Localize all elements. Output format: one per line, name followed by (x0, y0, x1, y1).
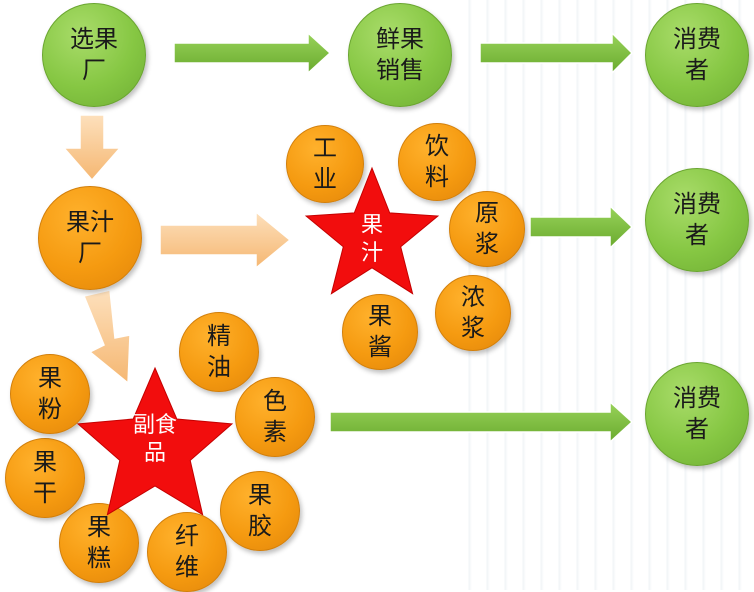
node-consumer-3-label: 消费 者 (673, 384, 721, 443)
node-consumer-3: 消费 者 (645, 362, 749, 466)
node-consumer-1-label: 消费 者 (673, 25, 721, 84)
product-industrial: 工 业 (286, 125, 364, 203)
juice-star (304, 166, 440, 295)
arrow-byproduct-to-consumer (329, 400, 634, 444)
arrow-juice-to-byproduct (82, 289, 131, 385)
product-dried-fruit: 果 干 (5, 438, 85, 518)
product-jam: 果 酱 (342, 294, 418, 370)
node-consumer-2: 消费 者 (645, 168, 749, 272)
product-fruit-cake: 果 糕 (59, 503, 139, 583)
node-select-factory-label: 选果 厂 (70, 25, 118, 84)
product-essential-oil: 精 油 (179, 312, 259, 392)
node-juice-factory: 果汁 厂 (38, 186, 142, 290)
product-fiber: 纤 维 (147, 512, 227, 592)
node-fresh-sales: 鲜果 销售 (348, 3, 452, 107)
arrow-select-to-juice (62, 114, 122, 182)
product-pigment: 色 素 (235, 377, 315, 457)
byproduct-star (76, 366, 234, 516)
product-concentrate: 浓 浆 (435, 275, 511, 351)
arrow-select-to-fresh (173, 31, 332, 75)
node-consumer-1: 消费 者 (645, 3, 749, 107)
arrow-juice-to-star (159, 210, 292, 270)
product-beverage: 饮 料 (398, 123, 476, 201)
juice-star-label: 果 汁 (360, 213, 383, 266)
product-puree: 原 浆 (449, 191, 525, 267)
node-juice-factory-label: 果汁 厂 (66, 208, 114, 267)
product-fruit-powder: 果 粉 (10, 354, 90, 434)
byproduct-star-label: 副食 品 (132, 413, 177, 466)
arrow-puree-to-consumer (529, 204, 634, 250)
product-pectin: 果 胶 (220, 471, 300, 551)
node-fresh-sales-label: 鲜果 销售 (376, 25, 424, 84)
node-select-factory: 选果 厂 (42, 3, 146, 107)
node-consumer-2-label: 消费 者 (673, 190, 721, 249)
arrow-fresh-to-consumer (479, 31, 634, 75)
